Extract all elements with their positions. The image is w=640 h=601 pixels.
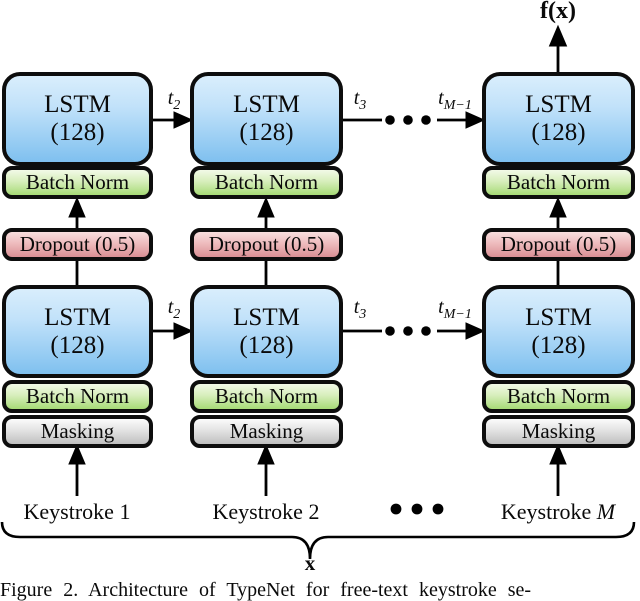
lstm-units: (128): [50, 331, 105, 359]
figure-caption: Figure 2. Architecture of TypeNet for fr…: [0, 579, 532, 601]
batch-norm-top-block-M: Batch Norm: [482, 166, 635, 199]
lstm-bottom-block-M: LSTM (128): [482, 285, 635, 378]
time-label-t2-bottom: t2: [148, 296, 200, 322]
input-label-keystroke-2: Keystroke 2: [181, 499, 351, 525]
lstm-top-block-1: LSTM (128): [2, 72, 153, 166]
time-label-base: t: [353, 296, 360, 318]
time-label-sub: 2: [173, 98, 181, 113]
batch-norm-label: Batch Norm: [506, 383, 611, 408]
batch-norm-bottom-block-2: Batch Norm: [190, 380, 343, 413]
lstm-units: (128): [531, 331, 586, 359]
lstm-bottom-block-1: LSTM (128): [2, 285, 153, 378]
time-label-tM1-bottom: tM−1: [424, 296, 486, 322]
time-label-sub: 3: [359, 307, 367, 322]
lstm-bottom-block-2: LSTM (128): [190, 285, 343, 378]
dropout-to-batchnorm-arrow: [68, 196, 567, 228]
input-label-index: 2: [308, 499, 320, 524]
batch-norm-top-block-1: Batch Norm: [2, 166, 153, 199]
time-label-sub: M−1: [443, 98, 472, 113]
masking-block-2: Masking: [190, 415, 343, 448]
lstm-label: LSTM: [44, 91, 111, 118]
time-label-sub: M−1: [443, 307, 472, 322]
lstm-units: (128): [239, 119, 294, 146]
output-arrow: [548, 24, 568, 72]
lstm-label: LSTM: [233, 91, 300, 118]
lstm-units: (128): [531, 119, 586, 146]
lstm-to-dropout-line: [75, 260, 560, 286]
time-label-tM1-top: tM−1: [424, 87, 486, 113]
batch-norm-label: Batch Norm: [506, 169, 611, 194]
input-arrow: [68, 443, 567, 496]
dropout-block-1: Dropout (0.5): [2, 228, 153, 261]
dropout-label: Dropout (0.5): [208, 231, 325, 256]
lstm-units: (128): [239, 331, 294, 359]
dropout-label: Dropout (0.5): [500, 231, 617, 256]
masking-label: Masking: [40, 418, 115, 443]
time-label-base: t: [167, 296, 174, 318]
batch-norm-top-block-2: Batch Norm: [190, 166, 343, 199]
time-label-base: t: [353, 87, 360, 109]
batch-norm-bottom-block-M: Batch Norm: [482, 380, 635, 413]
input-label-index: M: [596, 499, 616, 524]
input-vector-label: x: [304, 551, 316, 575]
input-label-keystroke-1: Keystroke 1: [0, 499, 162, 525]
lstm-units: (128): [50, 119, 105, 146]
batch-norm-label: Batch Norm: [214, 169, 319, 194]
batch-norm-bottom-block-1: Batch Norm: [2, 380, 153, 413]
masking-label: Masking: [229, 418, 304, 443]
time-label-base: t: [167, 87, 174, 109]
lstm-top-block-2: LSTM (128): [190, 72, 343, 166]
time-label-base: t: [438, 296, 444, 318]
batch-norm-label: Batch Norm: [25, 169, 130, 194]
input-label-text: Keystroke: [500, 499, 592, 524]
batch-norm-label: Batch Norm: [214, 383, 319, 408]
dropout-label: Dropout (0.5): [19, 231, 136, 256]
lstm-label: LSTM: [525, 91, 592, 118]
time-label-sub: 3: [359, 98, 367, 113]
time-label-t2-top: t2: [148, 87, 200, 113]
lstm-label: LSTM: [525, 303, 592, 331]
lstm-label: LSTM: [44, 303, 111, 331]
time-label-t3-bottom: t3: [334, 296, 386, 322]
input-label-text: Keystroke: [23, 499, 114, 524]
time-label-base: t: [438, 87, 444, 109]
dropout-block-2: Dropout (0.5): [190, 228, 343, 261]
time-label-t3-top: t3: [334, 87, 386, 113]
input-label-index: 1: [119, 499, 131, 524]
input-label-keystroke-M: Keystroke M: [473, 499, 640, 525]
output-label: f(x): [540, 0, 576, 24]
input-label-text: Keystroke: [212, 499, 303, 524]
masking-label: Masking: [521, 418, 596, 443]
lstm-top-block-M: LSTM (128): [482, 72, 635, 166]
masking-block-1: Masking: [2, 415, 153, 448]
masking-block-M: Masking: [482, 415, 635, 448]
lstm-label: LSTM: [233, 303, 300, 331]
batch-norm-label: Batch Norm: [25, 383, 130, 408]
dropout-block-M: Dropout (0.5): [482, 228, 635, 261]
time-label-sub: 2: [173, 307, 181, 322]
